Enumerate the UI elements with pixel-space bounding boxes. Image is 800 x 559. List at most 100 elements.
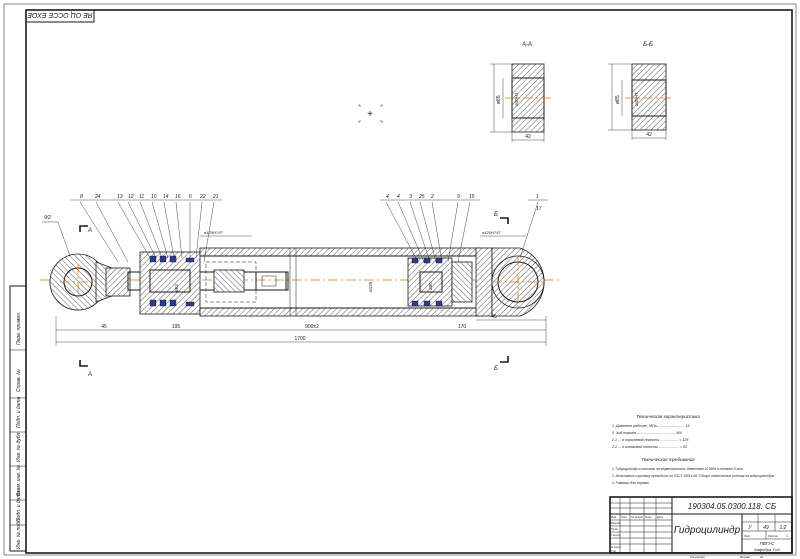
cylinder-tube-top [199,247,481,257]
tb-row-date: Дата [657,515,664,519]
top-stamp: ЯЕ ОЦ ОССЕ ЕХОЕ [25,9,95,23]
side-strip-label-5: Взам. инв. № [16,464,22,496]
tb-role-2: Пров. [611,527,619,531]
tb-role-4: Н.контр. [611,545,622,549]
tech-title: Технические требования [641,457,695,462]
callout-left-3: 13 [117,194,123,200]
section-bb-dia-outer: ø85 [615,95,621,104]
callout-right-2: 4 [397,194,400,200]
drawing-title: Гидроцилиндр [674,525,741,536]
section-letter-a-top: А [87,228,92,234]
tb-sheets: 1 [786,534,788,538]
dim-small: ø80 [428,282,433,290]
section-letter-b-top: Б [494,212,498,218]
callout-left-4: 12 [128,194,134,200]
cylinder-head [475,247,493,317]
section-aa-width: 42 [525,134,531,140]
tb-role-1: Разраб. [611,521,621,525]
outer-frame [3,3,797,556]
callout-left-6: 10 [151,194,157,200]
piston-rod [127,271,289,291]
section-marker-a: А А [79,225,92,378]
doc-code: 190304.05.0300.118. СБ [688,502,776,511]
tb-org-1: ПВГУС [760,541,776,546]
tb-sheet-label: Лист [744,534,751,538]
section-letter-b-bottom: Б [494,366,498,372]
callout-left-9: 6 [189,194,192,200]
dim-left-eye: 45 [101,324,107,330]
tb-role-3: Т.контр. [611,533,621,537]
side-strip-label-4: Инв. № дубл. [16,431,22,462]
callout-left-7: 14 [163,194,169,200]
callout-left-8: 16 [175,194,181,200]
dim-rod: ø63 [174,284,179,292]
side-strip-label-1: Перв. примен. [16,312,22,345]
fit-right: ø125H7/f7 [482,230,501,235]
dim-left-gland: 195 [172,324,181,330]
callout-right-1: 4 [386,194,389,200]
crosshair-marker: + [358,104,383,123]
tb-row-doc: № докум. [631,515,644,519]
callout-left-5: 11 [139,194,144,200]
section-aa-dia-inner: ø40H7 [514,92,519,106]
section-marker-b: Б Б [494,212,509,372]
section-bb-width: 42 [646,132,652,138]
fit-left: ø125H7/f7 [204,230,223,235]
callout-left-11: 21 [212,194,219,200]
dimensions: 1700 45 195 900±2 170 45 [55,314,547,346]
tech-line-2: 2. Испытания и приёмку проводить по ГОСТ… [611,474,776,478]
side-strip-label-6: Подп. и дата [16,490,22,522]
spec-line-4: 2.2 ... в штоковой полости .............… [611,445,687,449]
side-strip-label-2: Справ. № [16,369,22,392]
cylinder-tube-bottom [199,307,481,317]
tb-sheets-label: Листов [768,534,778,538]
section-aa-label: А-А [521,42,532,48]
tb-format: А1 [760,555,764,559]
callouts-right: 4 4 3 25 2 9 15 1 17 [380,194,548,263]
side-strip-label-3: Подп. и дата [16,396,22,428]
callout-right-6: 9 [457,194,460,200]
spec-line-3: 2.1 ... в поршневой полости ............… [611,438,688,442]
callout-right-4: 25 [418,194,425,200]
tb-mass: 49 [763,525,769,531]
tb-row-izm: Изм. [611,515,617,519]
section-bb-dia-inner: ø40H7 [634,92,639,106]
inner-frame [25,9,793,554]
side-strip: Перв. примен. Справ. № Подп. и дата Инв.… [9,285,27,552]
callout-right-9: 17 [536,206,542,212]
tb-copy-label: Копировал [690,555,705,559]
callout-right-8: 1 [536,194,539,200]
specs-title: Техническая характеристика [636,414,700,419]
dim-total: 1700 [294,336,305,342]
callout-left-10: 22 [199,194,206,200]
tb-row-sign: Подп. [645,515,653,519]
spec-line-2: 2. Ход поршня ..........................… [611,431,682,435]
section-bb: Б-Б ø85 ø40H7 42 [608,42,674,140]
section-bb-label: Б-Б [643,42,653,48]
top-stamp-text: ЯЕ ОЦ ОССЕ ЕХОЕ [27,11,94,18]
side-strip-label-7: Инв. № подл. [16,518,22,549]
section-aa-dia-outer: ø85 [496,95,502,104]
cylinder-assembly: 8 24 13 12 11 10 14 16 6 22 21 4 4 3 [40,194,560,378]
technical-notes: Техническая характеристика 1. Давление р… [611,414,776,485]
callouts-left: 8 24 13 12 11 10 14 16 6 22 21 [70,194,222,263]
dim-right-eye: 45 [491,314,497,320]
callout-right-3: 3 [409,194,412,200]
crosshair-symbol: + [367,109,373,120]
tb-stage: У [748,525,752,531]
tb-row-list: Лист [621,515,628,519]
piston [407,257,453,307]
tech-line-3: 3. Размеры для справок. [612,481,650,485]
tech-line-1: 1. Гидроцилиндр испытать на герметичност… [612,467,744,471]
callout-right-7: 15 [469,194,475,200]
dim-right-head: 170 [458,324,467,330]
section-letter-a-bottom: А [87,372,92,378]
title-block: 190304.05.0300.118. СБ Гидроцилиндр Изм.… [609,496,793,559]
spec-line-1: 1. Давление рабочее, МПа ...............… [612,424,690,428]
left-position-label: 9/2 [44,215,51,221]
dim-bore: ø125 [368,281,373,292]
callout-left-1: 8 [80,194,83,200]
callout-left-2: 24 [94,194,101,200]
tb-scale: 1:2 [780,525,787,531]
